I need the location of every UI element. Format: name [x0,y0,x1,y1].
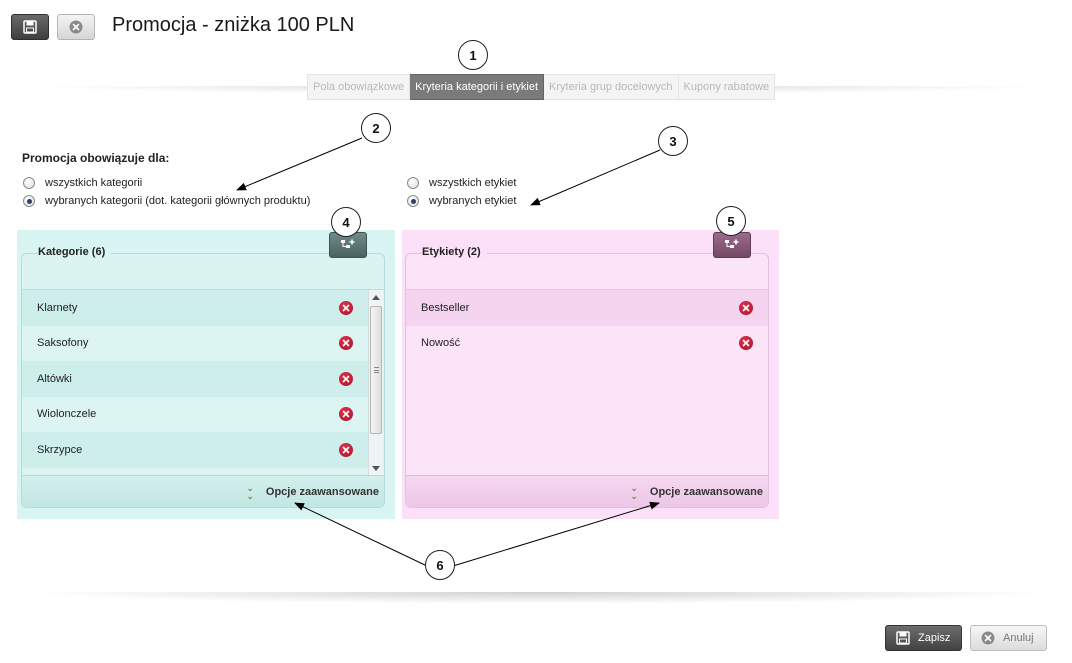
categories-scrollbar[interactable] [368,290,383,476]
save-button[interactable]: Zapisz [885,625,962,651]
callout-5: 5 [716,206,746,236]
bottom-divider [22,592,1060,604]
categories-panel: Kategorie (6) Klarnety Saksofony Altówki… [21,232,385,508]
radio-all-categories[interactable]: wszystkich kategorii [23,177,142,189]
double-chevron-down-icon: ⌄⌄ [246,482,254,501]
radio-button[interactable] [23,177,35,189]
panel-title: Etykiety (2) [422,246,487,258]
scroll-thumb[interactable] [370,306,382,434]
double-chevron-down-icon: ⌄⌄ [630,482,638,501]
tab-required-fields[interactable]: Pola obowiązkowe [307,74,411,100]
advanced-options-label: Opcje zaawansowane [649,485,763,498]
floppy-disk-icon [23,20,37,34]
radio-selected-tags[interactable]: wybranych etykiet [407,195,516,207]
panel-footer: ⌄⌄ Opcje zaawansowane [406,475,768,507]
remove-icon[interactable] [339,442,353,457]
tags-panel: Etykiety (2) Bestseller Nowość ⌄⌄ Opcje … [405,232,769,508]
remove-icon[interactable] [739,300,753,315]
category-name: Klarnety [37,301,78,314]
scroll-up-arrow-icon[interactable] [372,295,380,300]
list-item: Nowość [406,325,768,361]
category-name: Skrzypce [37,443,83,456]
radio-button-checked[interactable] [23,195,35,207]
tag-name: Bestseller [421,301,470,314]
scope-label: Promocja obowiązuje dla: [22,151,170,165]
advanced-options-link[interactable]: ⌄⌄ Opcje zaawansowane [630,482,763,501]
tab-category-tag-criteria[interactable]: Kryteria kategorii i etykiet [410,74,545,100]
list-item: Bestseller [406,290,768,326]
radio-button-checked[interactable] [407,195,419,207]
add-tree-icon [341,239,355,248]
top-close-button[interactable] [57,14,95,40]
radio-label: wszystkich kategorii [45,177,143,189]
save-label: Zapisz [918,632,951,644]
tag-name: Nowość [421,337,461,350]
floppy-disk-icon [896,631,910,645]
radio-button[interactable] [407,177,419,189]
panel-footer: ⌄⌄ Opcje zaawansowane [22,475,384,507]
callout-6: 6 [425,550,455,580]
list-item: Klarnety [22,290,368,326]
scroll-down-arrow-icon[interactable] [372,466,380,471]
advanced-options-link[interactable]: ⌄⌄ Opcje zaawansowane [246,482,379,501]
category-name: Wiolonczele [37,408,97,421]
cancel-label: Anuluj [1003,632,1034,644]
list-item: Saksofony [22,325,368,361]
panel-header: Etykiety (2) [406,232,768,290]
category-name: Saksofony [37,337,89,350]
remove-icon[interactable] [339,300,353,315]
remove-icon[interactable] [339,371,353,386]
cancel-button[interactable]: Anuluj [970,625,1047,651]
remove-icon[interactable] [739,336,753,351]
remove-icon[interactable] [339,407,353,422]
list-item: Skrzypce [22,432,368,468]
top-save-button[interactable] [11,14,49,40]
tab-target-group-criteria[interactable]: Kryteria grup docelowych [544,74,679,100]
categories-list: Klarnety Saksofony Altówki Wiolonczele S… [22,289,384,477]
page-title: Promocja - zniżka 100 PLN [112,14,355,36]
close-circle-icon [69,20,83,34]
panel-title: Kategorie (6) [38,246,112,258]
category-name: Altówki [37,372,72,385]
radio-label: wszystkich etykiet [429,177,517,189]
close-circle-icon [981,631,995,645]
callout-1: 1 [458,40,488,70]
tab-discount-coupons[interactable]: Kupony rabatowe [678,74,776,100]
callout-3: 3 [658,126,688,156]
list-item: Wiolonczele [22,396,368,432]
advanced-options-label: Opcje zaawansowane [265,485,379,498]
grip-icon [374,367,379,373]
list-item: Altówki [22,361,368,397]
callout-2: 2 [361,113,391,143]
callout-4: 4 [331,207,361,237]
remove-icon[interactable] [339,336,353,351]
panel-header: Kategorie (6) [22,232,384,290]
tab-bar: Pola obowiązkowe Kryteria kategorii i et… [307,74,776,100]
radio-all-tags[interactable]: wszystkich etykiet [407,177,516,189]
tags-list: Bestseller Nowość [406,289,768,477]
radio-label: wybranych kategorii (dot. kategorii głów… [45,195,311,207]
add-tree-icon [725,239,739,248]
radio-label: wybranych etykiet [429,195,517,207]
radio-selected-categories[interactable]: wybranych kategorii (dot. kategorii głów… [23,195,310,207]
